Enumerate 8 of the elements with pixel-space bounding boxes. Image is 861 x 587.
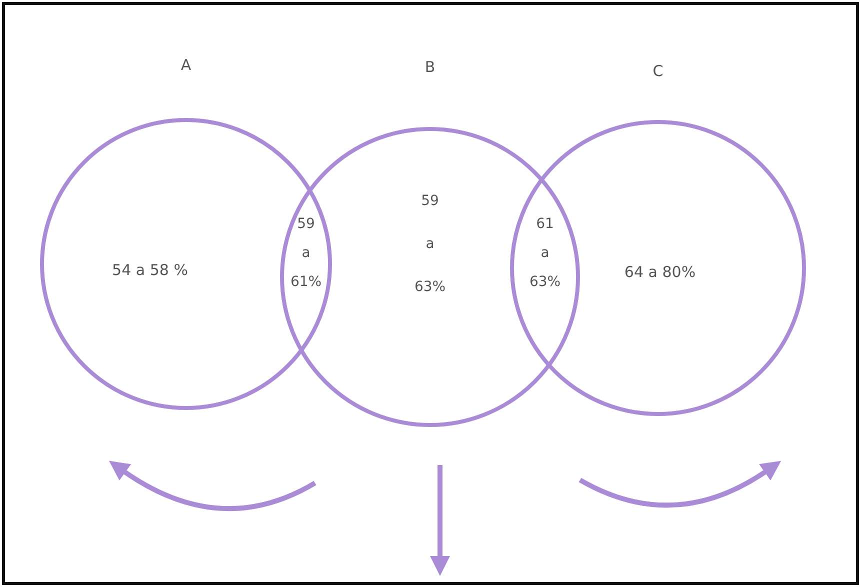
circle-heading: A <box>180 55 192 75</box>
range-label: 59 a 63% <box>413 192 447 297</box>
range-label: 54 a 58 % <box>111 260 189 280</box>
range-label: 64 a 80% <box>623 262 697 282</box>
circle-heading: B <box>424 57 436 77</box>
circle-heading: C <box>652 61 664 81</box>
overlap-range-label: 61 a 63% <box>528 215 562 292</box>
overlap-range-label: 59 a 61% <box>289 215 323 292</box>
